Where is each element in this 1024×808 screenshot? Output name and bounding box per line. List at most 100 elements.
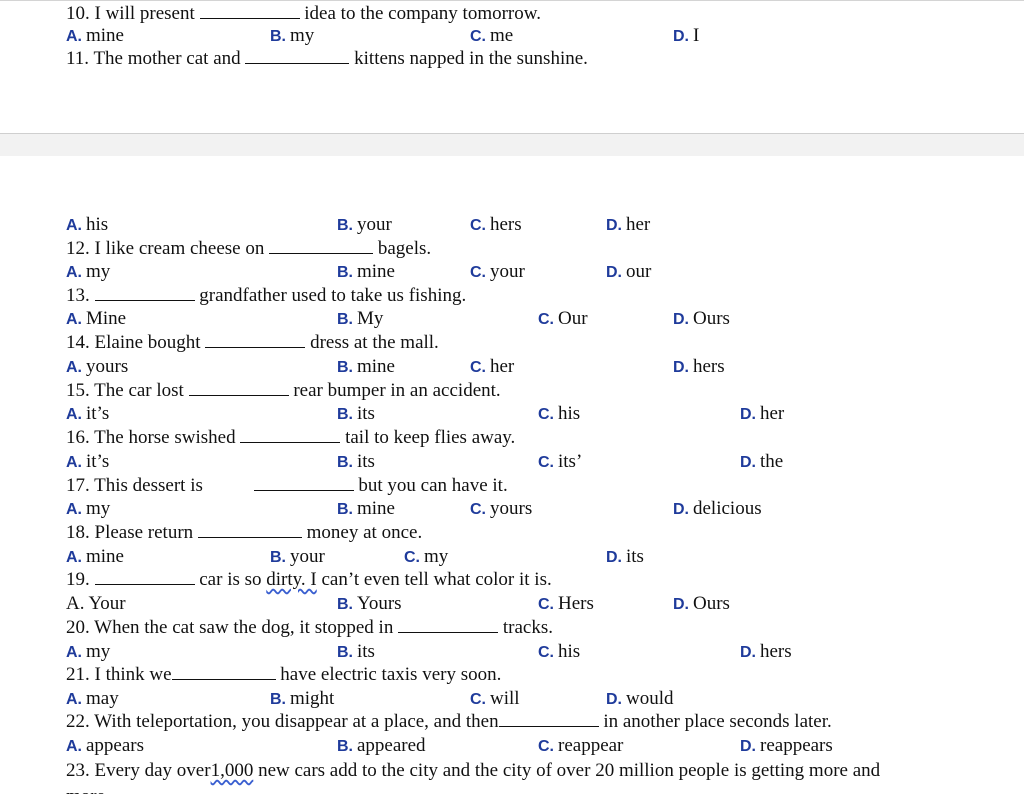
option-b: B.mine <box>337 261 395 282</box>
question-text: 16. The horse swished <box>66 427 236 448</box>
question-20: 20. When the cat saw the dog, it stopped… <box>66 617 553 639</box>
option-c: C.me <box>470 25 514 46</box>
option-b: B.Yours <box>337 593 402 614</box>
question-16: 16. The horse swished tail to keep flies… <box>66 427 515 449</box>
answer-blank <box>94 570 195 585</box>
option-c: C.your <box>470 261 525 282</box>
question-text: 13. <box>66 285 90 306</box>
question-text: kittens napped in the sunshine. <box>354 48 588 69</box>
question-22: 22. With teleportation, you disappear at… <box>66 711 832 733</box>
question-text: 15. The car lost <box>66 380 184 401</box>
option-b: B.might <box>270 688 335 709</box>
question-23-continuation: more <box>66 786 106 807</box>
option-a: A.my <box>66 498 111 519</box>
question-12: 12. I like cream cheese on bagels. <box>66 238 431 260</box>
option-c: C.its’ <box>538 451 583 472</box>
option-d: D.reappears <box>740 735 833 756</box>
option-a: A.appears <box>66 735 145 756</box>
option-d: D.I <box>673 25 700 46</box>
question-text: rear bumper in an accident. <box>293 380 501 401</box>
answer-blank <box>197 523 302 538</box>
option-b: B.My <box>337 308 384 329</box>
question-text: tracks. <box>502 617 553 638</box>
option-a: A.Mine <box>66 308 127 329</box>
answer-blank <box>398 618 499 633</box>
question-18: 18. Please return money at once. <box>66 522 422 544</box>
option-c: C.yours <box>470 498 533 519</box>
question-text: 18. Please return <box>66 522 194 543</box>
question-text: 20. When the cat saw the dog, it stopped… <box>66 617 394 638</box>
option-d: D.the <box>740 451 784 472</box>
option-c: C.hers <box>470 214 522 235</box>
option-a: A.it’s <box>66 403 110 424</box>
option-c: C.reappear <box>538 735 624 756</box>
question-text: bagels. <box>377 238 432 259</box>
option-a: A.it’s <box>66 451 110 472</box>
answer-blank <box>253 476 354 491</box>
option-a: A.my <box>66 261 111 282</box>
answer-blank <box>94 286 195 301</box>
option-c: C.his <box>538 641 581 662</box>
answer-blank <box>188 381 289 396</box>
option-d: D.delicious <box>673 498 762 519</box>
question-text: in another place seconds later. <box>603 711 832 732</box>
question-21: 21. I think we have electric taxis very … <box>66 664 501 686</box>
option-b: B.mine <box>337 356 395 377</box>
question-text: 12. I like cream cheese on <box>66 238 265 259</box>
question-17: 17. This dessert is but you can have it. <box>66 475 508 497</box>
option-d: D.our <box>606 261 652 282</box>
answer-blank <box>199 4 300 19</box>
option-a: A.mine <box>66 546 124 567</box>
question-23: 23. Every day over1,000 new cars add to … <box>66 760 880 782</box>
question-10: 10. I will present idea to the company t… <box>66 3 541 25</box>
question-text: but you can have it. <box>358 475 508 496</box>
option-d: D.Ours <box>673 593 730 614</box>
question-text: car is so <box>199 569 262 590</box>
option-d: D.hers <box>740 641 792 662</box>
question-13: 13. grandfather used to take us fishing. <box>66 285 466 307</box>
option-b: B.its <box>337 451 375 472</box>
option-d: D.would <box>606 688 674 709</box>
option-b: B.appeared <box>337 735 426 756</box>
question-text: can’t even tell what color it is. <box>321 569 552 590</box>
option-c: C.my <box>404 546 449 567</box>
option-d: D.Ours <box>673 308 730 329</box>
question-text: 23. Every day over <box>66 760 211 781</box>
page-bottom <box>0 156 1024 794</box>
option-a: A.his <box>66 214 109 235</box>
answer-blank <box>269 239 374 254</box>
question-text: idea to the company tomorrow. <box>304 3 541 24</box>
option-c: C.his <box>538 403 581 424</box>
question-15: 15. The car lost rear bumper in an accid… <box>66 380 501 402</box>
answer-blank <box>205 333 306 348</box>
question-11: 11. The mother cat and kittens napped in… <box>66 48 588 70</box>
option-d: D.her <box>740 403 785 424</box>
option-b: B.its <box>337 403 375 424</box>
answer-blank <box>245 49 350 64</box>
option-d: D.her <box>606 214 651 235</box>
option-a: A.my <box>66 641 111 662</box>
grammar-check-underline: dirty. I <box>266 569 317 590</box>
option-b: B.my <box>270 25 315 46</box>
question-text: 14. Elaine bought <box>66 332 201 353</box>
option-c: C.Hers <box>538 593 594 614</box>
answer-blank <box>171 665 276 680</box>
answer-blank <box>498 712 599 727</box>
question-text: 22. With teleportation, you disappear at… <box>66 711 499 732</box>
option-b: B.your <box>337 214 392 235</box>
option-b: B.its <box>337 641 375 662</box>
answer-blank <box>240 428 341 443</box>
option-a: A.mine <box>66 25 124 46</box>
page-top: 10. I will present idea to the company t… <box>0 0 1024 134</box>
option-c: C.Our <box>538 308 588 329</box>
page-break <box>0 133 1024 157</box>
question-text: new cars add to the city and the city of… <box>258 760 881 781</box>
question-text: money at once. <box>306 522 423 543</box>
option-a: A.may <box>66 688 119 709</box>
question-text: 11. The mother cat and <box>66 48 241 69</box>
grammar-check-underline: 1,000 <box>210 760 254 781</box>
option-d: D.hers <box>673 356 725 377</box>
option-a: A.yours <box>66 356 129 377</box>
question-text: grandfather used to take us fishing. <box>199 285 467 306</box>
question-text: tail to keep flies away. <box>345 427 516 448</box>
